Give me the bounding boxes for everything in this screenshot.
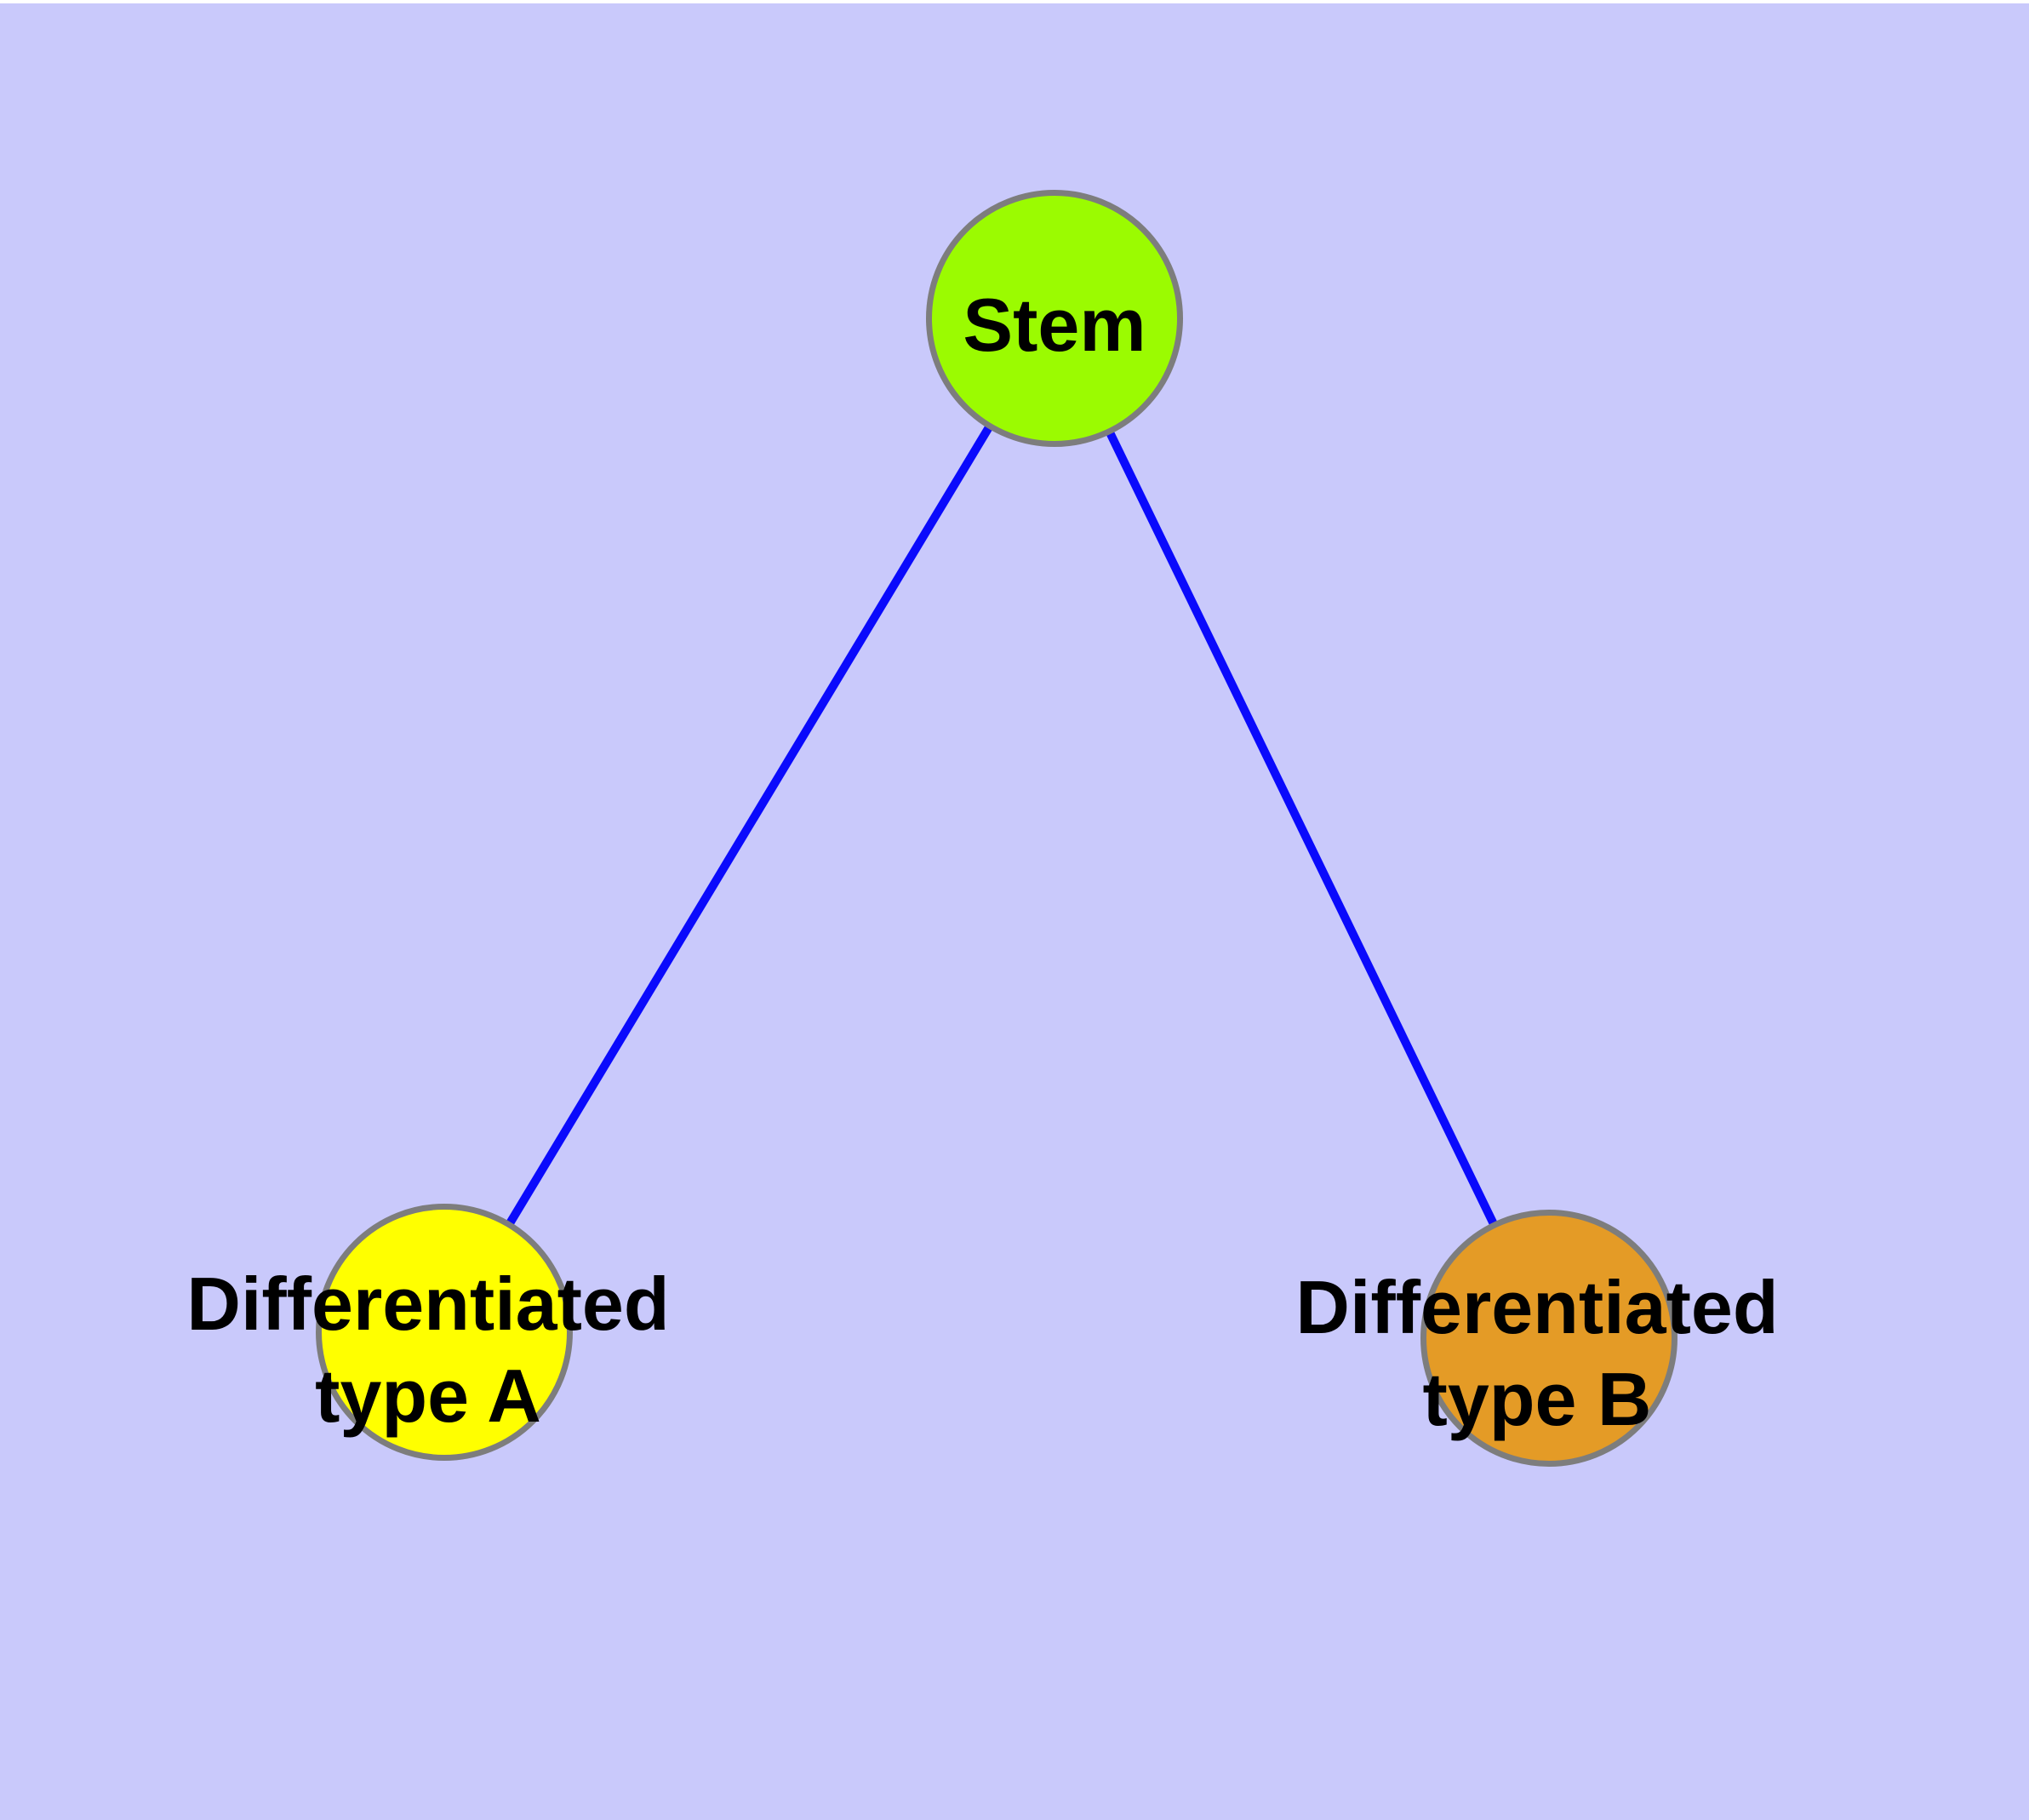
edge-stem-to-type-a <box>440 316 1059 1335</box>
node-differentiated-type-a <box>316 1204 573 1461</box>
graph-canvas: Stem Differentiated type A Differentiate… <box>0 3 2029 1820</box>
node-stem <box>926 190 1183 447</box>
edge-layer <box>440 316 1553 1341</box>
edge-stem-to-type-b <box>1050 316 1553 1341</box>
node-differentiated-type-b <box>1420 1210 1677 1467</box>
